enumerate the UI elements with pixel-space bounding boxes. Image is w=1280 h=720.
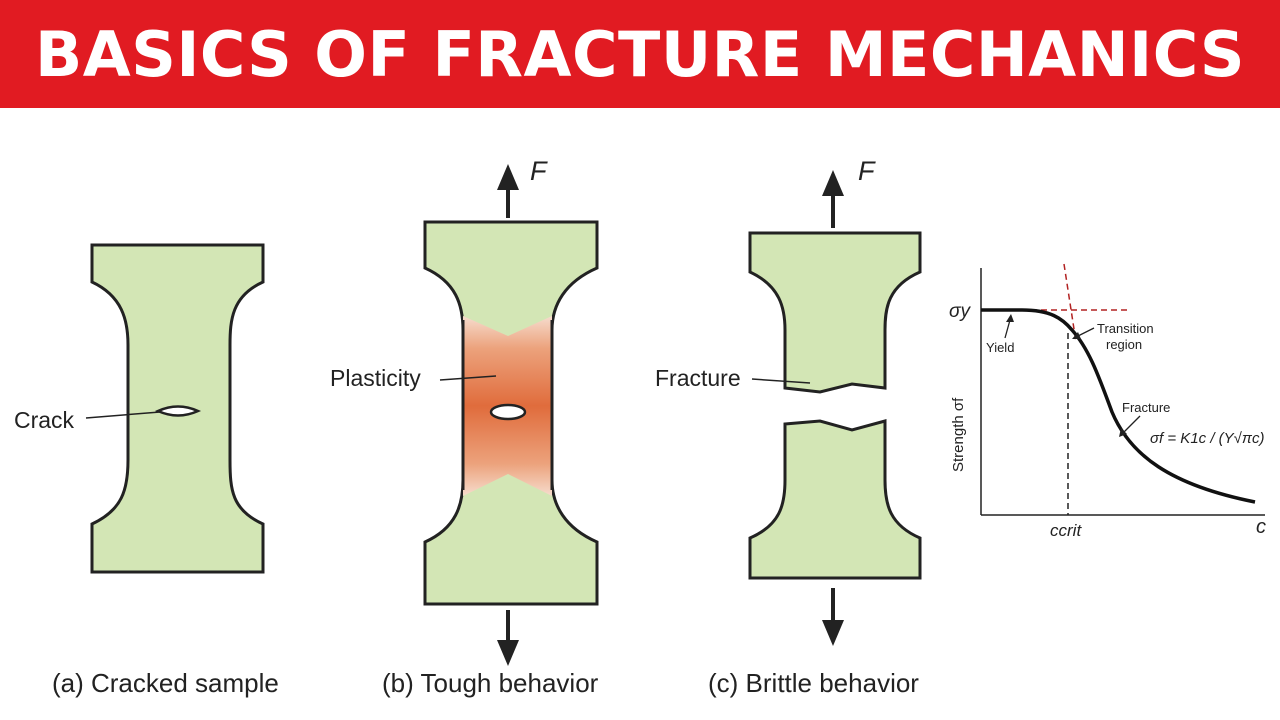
transition-dashed-line: [1063, 263, 1077, 343]
transition-label-line1: Transition: [1097, 321, 1154, 336]
title-banner: BASICS OF FRACTURE MECHANICS: [0, 0, 1280, 108]
force-label-c: F: [858, 156, 876, 186]
x-axis-label: c: [1256, 516, 1266, 538]
plasticity-leader: [439, 375, 497, 381]
caption-c: (c) Brittle behavior: [708, 668, 919, 698]
caption-b: (b) Tough behavior: [382, 668, 599, 698]
yield-arrow-line: [1004, 319, 1011, 339]
plasticity-label: Plasticity: [330, 365, 421, 391]
fracture-leader: [751, 378, 811, 384]
strength-crack-graph: σy Strength σf ccrit c Yield Transition …: [949, 263, 1266, 540]
force-arrow-b-top-head: [497, 164, 519, 190]
force-arrow-b-bottom-head: [497, 640, 519, 666]
transition-label-line2: region: [1106, 337, 1142, 352]
sample-c-bottom-piece: [748, 419, 922, 580]
fracture-label-c: Fracture: [655, 365, 741, 391]
crack-shape: [154, 405, 202, 417]
panel-tough-behavior: Plasticity F (b) Tough behavior: [330, 156, 599, 698]
fracture-equation: σf = K1c / (Y√πc): [1150, 430, 1264, 447]
force-arrow-c-top-head: [822, 170, 844, 196]
page-title: BASICS OF FRACTURE MECHANICS: [34, 17, 1246, 91]
ccrit-tick: ccrit: [1050, 521, 1082, 540]
yield-label: Yield: [986, 340, 1014, 355]
transition-arrow-head: [1072, 332, 1081, 339]
panel-brittle-behavior: Fracture F (c) Brittle behavior: [655, 156, 922, 698]
force-label-b: F: [530, 156, 548, 186]
fracture-label-graph: Fracture: [1122, 400, 1170, 415]
crack-leader: [85, 411, 161, 419]
caption-a: (a) Cracked sample: [52, 668, 279, 698]
fracture-arrow-line: [1123, 415, 1141, 433]
sample-c-top-piece: [748, 231, 922, 394]
crack-label: Crack: [14, 407, 75, 433]
panel-cracked-sample: Crack (a) Cracked sample: [14, 243, 279, 698]
fracture-arrow-head: [1119, 428, 1127, 437]
sigma-y-tick: σy: [949, 301, 971, 322]
strength-curve: [981, 308, 1256, 504]
yield-arrow-head: [1006, 314, 1014, 322]
force-arrow-c-bottom-head: [822, 620, 844, 646]
void-shape: [489, 403, 527, 421]
y-axis-label: Strength σf: [950, 397, 967, 472]
